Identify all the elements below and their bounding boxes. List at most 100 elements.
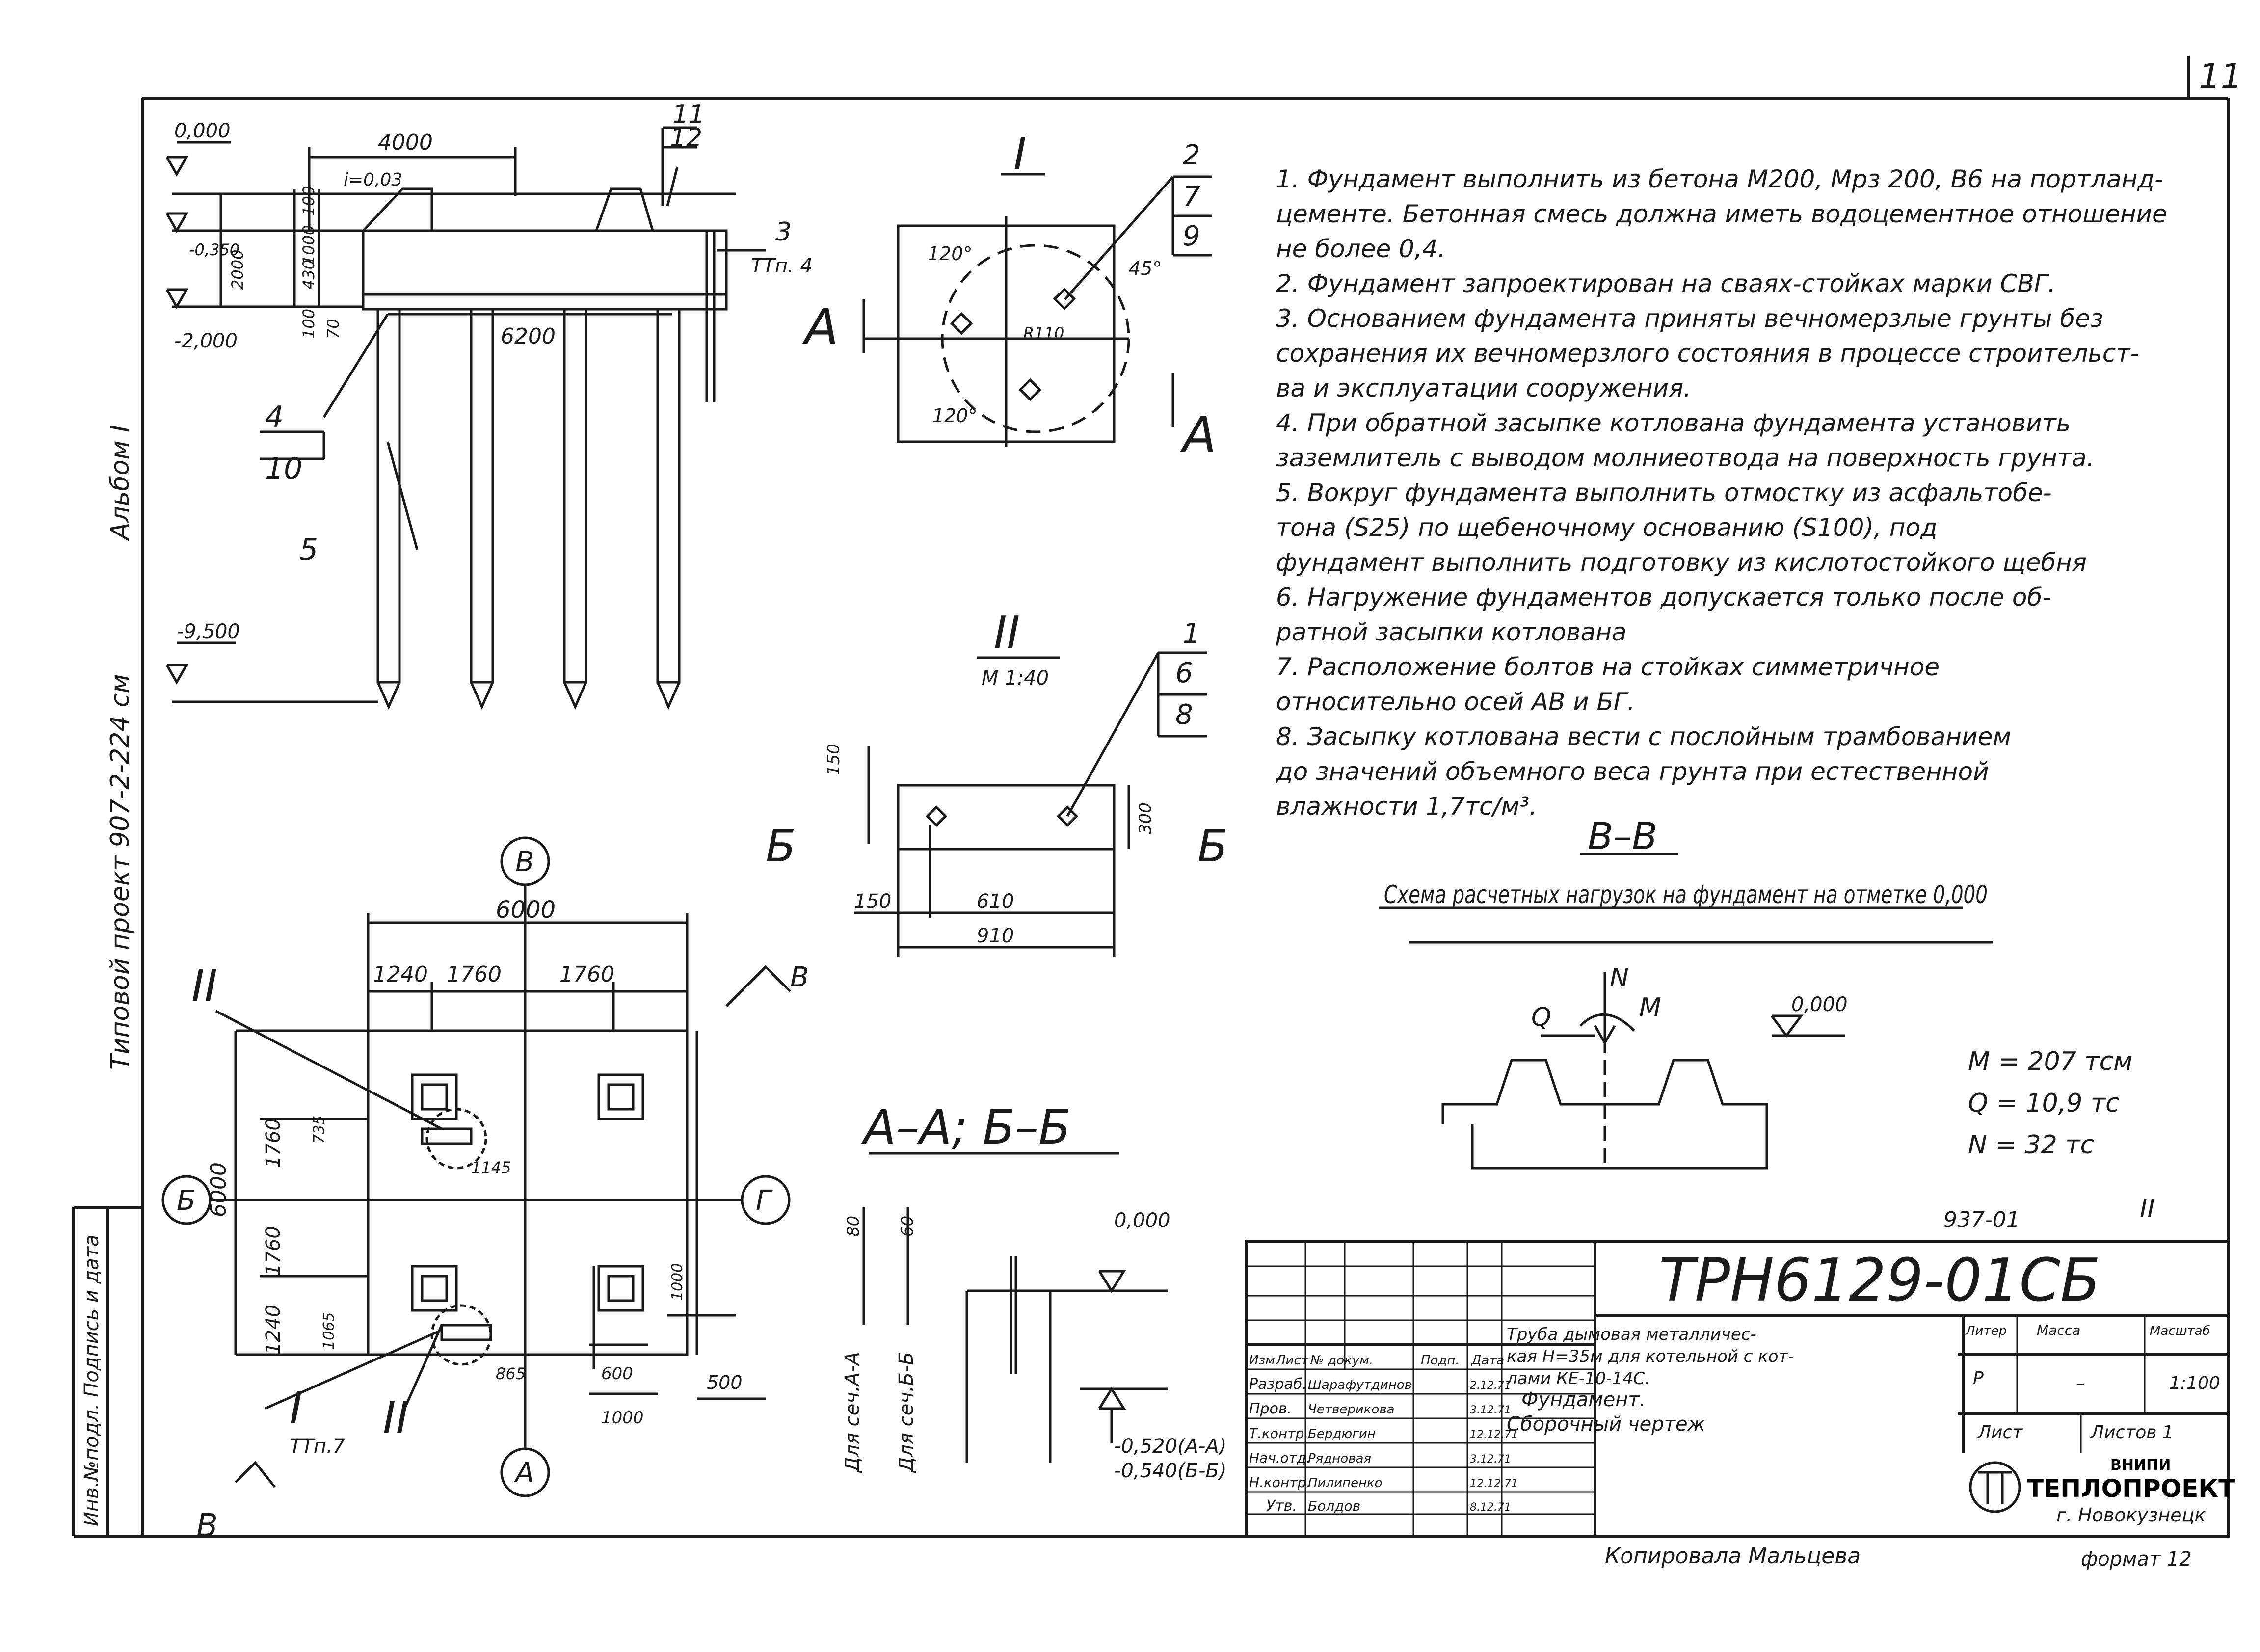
- note-line: 8. Засыпку котлована вести с послойным т…: [1276, 722, 2012, 751]
- detail-2-dim-150: 150: [854, 890, 891, 913]
- section-aa-title: А–А; Б–Б: [861, 1100, 1071, 1155]
- plan-dim-600: 600: [601, 1364, 633, 1384]
- tb-name-3: Рядновая: [1308, 1451, 1371, 1466]
- note-line: ратной засыпки котлована: [1276, 618, 1627, 646]
- loads-scheme: В–В Схема расчетных нагрузок на фундамен…: [1379, 814, 2132, 1170]
- note-line: до значений объемного веса грунта при ес…: [1276, 757, 1989, 786]
- section-aa-level-0: 0,000: [1114, 1209, 1170, 1232]
- dim-6200: 6200: [501, 324, 556, 349]
- dim-vert-100: 100: [299, 186, 318, 216]
- slope-label: i=0,03: [344, 170, 402, 190]
- stage-head-mass: Масса: [2037, 1322, 2080, 1338]
- note-line: ва и эксплуатации сооружения.: [1276, 374, 1692, 402]
- callout-10: 10: [265, 452, 302, 486]
- axis-label-g: Г: [756, 1185, 773, 1217]
- detail-2-dim-300: 300: [1136, 802, 1155, 834]
- tb-role-2: Т.контр.: [1249, 1425, 1308, 1441]
- stage-val-scale: 1:100: [2169, 1373, 2220, 1393]
- page-number: 11: [2199, 56, 2242, 97]
- tb-head-izm: Изм.: [1249, 1353, 1279, 1368]
- dim-vert-100b: 100: [299, 309, 318, 339]
- note-line: сохранения их вечномерзлого состояния в …: [1276, 339, 2139, 368]
- section-mark-b-right: Б: [1197, 821, 1228, 872]
- note-line: относительно осей АВ и БГ.: [1276, 688, 1635, 716]
- desc-line-1: Труба дымовая металличес-: [1507, 1325, 1756, 1344]
- plan-dim-1760-top-a: 1760: [447, 962, 502, 987]
- desc-line-2: кая Н=35м для котельной с кот-: [1507, 1347, 1794, 1366]
- plan-dim-6000-top: 6000: [496, 896, 556, 924]
- note-line: фундамент выполнить подготовку из кислот…: [1276, 548, 2087, 577]
- tb-date-5: 8.12.71: [1470, 1501, 1511, 1514]
- section-mark-a-right: А: [1180, 406, 1216, 463]
- desc-line-5: Сборочный чертеж: [1507, 1413, 1705, 1436]
- note-line: 4. При обратной засыпке котлована фундам…: [1276, 409, 2071, 437]
- axis-label-a: А: [514, 1457, 534, 1489]
- detail-1-title: I: [1013, 129, 1027, 180]
- tb-date-2: 12.12.71: [1470, 1429, 1518, 1441]
- section-aa-dim-80: 80: [844, 1216, 863, 1237]
- plan-section-mark-top: В: [790, 961, 809, 993]
- loads-level: 0,000: [1791, 993, 1848, 1016]
- tb-name-5: Болдов: [1308, 1498, 1360, 1514]
- tb-head-sign: Подп.: [1421, 1353, 1460, 1368]
- tb-role-3: Нач.отд.: [1249, 1450, 1310, 1466]
- tb-date-4: 12.12.71: [1470, 1478, 1518, 1490]
- axis-label-b: Б: [177, 1185, 195, 1217]
- tb-role-5: Утв.: [1266, 1497, 1297, 1515]
- detail-2-title: II: [994, 607, 1020, 659]
- plan-dim-1000: 1000: [601, 1408, 644, 1428]
- tb-head-date: Дата: [1471, 1353, 1504, 1368]
- note-line: 7. Расположение болтов на стойках симмет…: [1276, 653, 1940, 681]
- stage-val-liter: Р: [1973, 1368, 1984, 1388]
- plan-detail-mark-1: I: [290, 1383, 303, 1434]
- detail-2-dim-610: 610: [977, 890, 1014, 913]
- tb-head-doc: № докум.: [1309, 1353, 1373, 1368]
- title-block: 937-01 II ТРН6129-01СБ Труба дымовая мет…: [1245, 1194, 2235, 1538]
- tb-date-0: 2.12.71: [1470, 1380, 1511, 1392]
- album-label: Альбом I: [106, 425, 135, 541]
- plan-detail-mark-2-bottom: II: [383, 1392, 409, 1444]
- tb-role-1: Пров.: [1249, 1400, 1292, 1417]
- dim-4000: 4000: [378, 130, 433, 155]
- tb-name-2: Бердюгин: [1308, 1427, 1376, 1441]
- plan-dim-1000-vert: 1000: [669, 1263, 686, 1301]
- format-label: формат 12: [2081, 1548, 2192, 1571]
- general-notes: 1. Фундамент выполнить из бетона М200, М…: [1276, 162, 2208, 824]
- angle-45: 45°: [1129, 258, 1162, 279]
- plan-detail-mark-2-top: II: [191, 960, 217, 1012]
- plan-dim-500: 500: [707, 1372, 743, 1393]
- tb-name-0: Шарафутдинов: [1308, 1378, 1412, 1392]
- plan-dim-1145: 1145: [471, 1158, 511, 1177]
- section-aa-level-aa: -0,520(А-А): [1114, 1435, 1226, 1458]
- plan-dim-1760-left-b: 1760: [262, 1226, 285, 1276]
- plan-dim-1065: 1065: [320, 1312, 338, 1350]
- stage-head-liter: Литер: [1965, 1324, 2007, 1338]
- project-label: Типовой проект 907-2-224 см: [106, 674, 135, 1070]
- load-value-n: N = 32 тс: [1968, 1130, 2094, 1160]
- sheet-head-count: Листов 1: [2090, 1422, 2174, 1442]
- drawing-code: ТРН6129-01СБ: [1659, 1247, 2100, 1315]
- stamp-left-label: Инв.№подл. Подпись и дата: [80, 1234, 103, 1526]
- axis-label-v: В: [515, 846, 534, 878]
- note-line: 2. Фундамент запроектирован на сваях-сто…: [1276, 269, 2056, 298]
- load-value-m: М = 207 тсм: [1968, 1047, 2132, 1076]
- callout-3: 3: [775, 217, 792, 247]
- callout-11: 11: [672, 100, 705, 129]
- dim-vert-430: 430: [299, 260, 318, 290]
- section-mark-b-left: Б: [766, 821, 796, 872]
- loads-subtitle: Схема расчетных нагрузок на фундамент на…: [1384, 880, 1988, 909]
- angle-120-top: 120°: [928, 243, 973, 265]
- dim-vert-1000: 1000: [299, 225, 318, 265]
- org-line-1: ВНИПИ: [2110, 1457, 2171, 1474]
- detail-2-callout-1: 1: [1183, 618, 1200, 650]
- note-line: 6. Нагружение фундаментов допускается то…: [1276, 583, 2051, 612]
- note-line: влажности 1,7тс/м³.: [1276, 792, 1538, 821]
- tb-name-4: Пилипенко: [1308, 1476, 1383, 1491]
- detail-1-callout-2: 2: [1183, 139, 1200, 171]
- level-minus-2000: -2,000: [174, 330, 238, 352]
- callout-3-sub: ТТп. 4: [751, 255, 813, 277]
- angle-120-bottom: 120°: [932, 405, 978, 426]
- stage-val-mass: –: [2076, 1373, 2085, 1393]
- detail-1-callout-9: 9: [1183, 220, 1200, 252]
